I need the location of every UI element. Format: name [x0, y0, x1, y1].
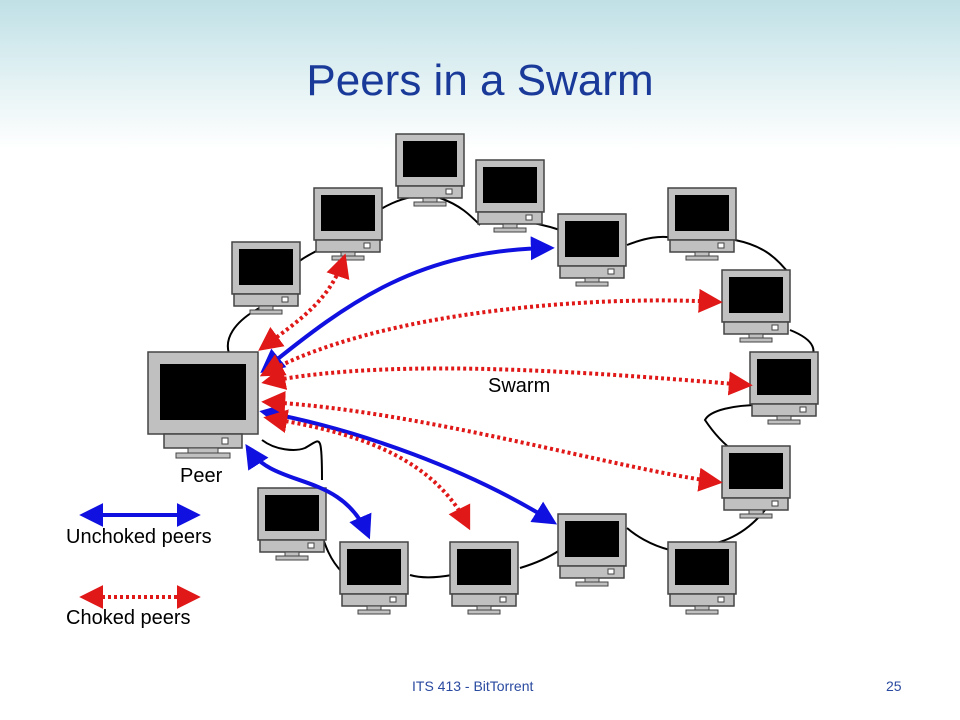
slide-title: Peers in a Swarm — [306, 56, 654, 105]
legend-choked-label: Choked peers — [66, 607, 191, 629]
page-number: 25 — [886, 678, 902, 694]
choked-links — [258, 253, 753, 531]
peer-computer — [313, 187, 383, 261]
peer-computer — [749, 351, 819, 425]
peer-computer — [231, 241, 301, 315]
peer-computer — [721, 269, 791, 343]
title-band — [0, 0, 960, 150]
peer-computer — [557, 513, 627, 587]
peer-monitors — [147, 133, 819, 615]
peer-computer — [339, 541, 409, 615]
peer-computer — [667, 187, 737, 261]
peer-computer — [721, 445, 791, 519]
peer-computer — [395, 133, 465, 207]
peer-computer — [667, 541, 737, 615]
peer-computer — [257, 487, 327, 561]
swarm-label: Swarm — [488, 375, 550, 397]
peer-label: Peer — [180, 465, 223, 487]
legend-unchoked-label: Unchoked peers — [66, 526, 212, 548]
peer-computer — [449, 541, 519, 615]
peer-computer — [557, 213, 627, 287]
footer-course: ITS 413 - BitTorrent — [412, 678, 534, 694]
legend: Unchoked peers Choked peers — [66, 503, 212, 629]
peer-computer — [475, 159, 545, 233]
local-peer-computer — [147, 351, 259, 459]
